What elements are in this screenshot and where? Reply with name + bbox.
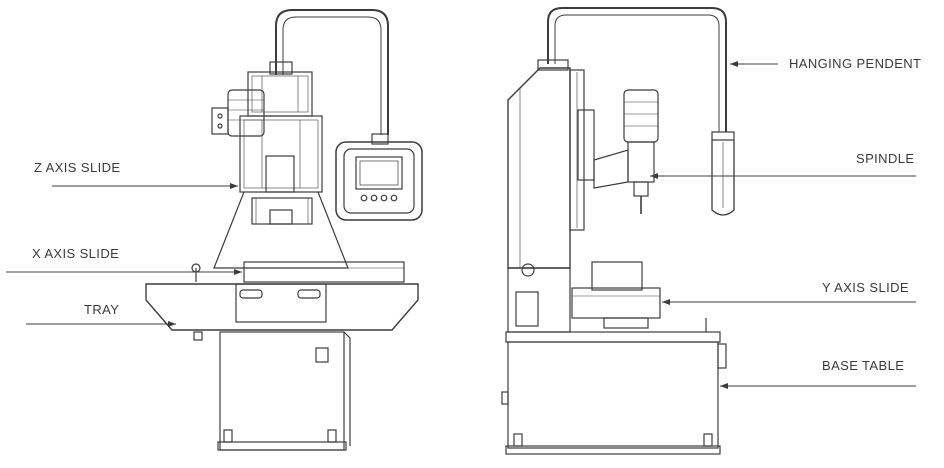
front-pendant-panel (335, 141, 423, 221)
front-motor (211, 89, 265, 137)
label-z-axis-slide: Z AXIS SLIDE (34, 160, 121, 175)
side-y-slide (521, 261, 661, 329)
front-view (145, 9, 423, 451)
side-spindle-head (593, 89, 659, 214)
leader-lines (6, 61, 916, 389)
side-view (501, 7, 735, 455)
front-column (239, 61, 323, 225)
front-pendant-arm (275, 9, 389, 145)
side-pendant-arm (537, 7, 727, 132)
label-spindle: SPINDLE (856, 151, 915, 166)
label-base-table: BASE TABLE (822, 358, 905, 373)
front-base (193, 331, 351, 451)
side-column (507, 67, 595, 269)
side-base-table (501, 267, 727, 455)
label-hanging-pendent: HANGING PENDENT (789, 56, 922, 71)
front-support (213, 191, 349, 269)
label-x-axis-slide: X AXIS SLIDE (32, 246, 120, 261)
label-y-axis-slide: Y AXIS SLIDE (822, 280, 909, 295)
front-tray (145, 283, 419, 331)
side-pendent (711, 131, 735, 216)
label-tray: TRAY (84, 302, 120, 317)
